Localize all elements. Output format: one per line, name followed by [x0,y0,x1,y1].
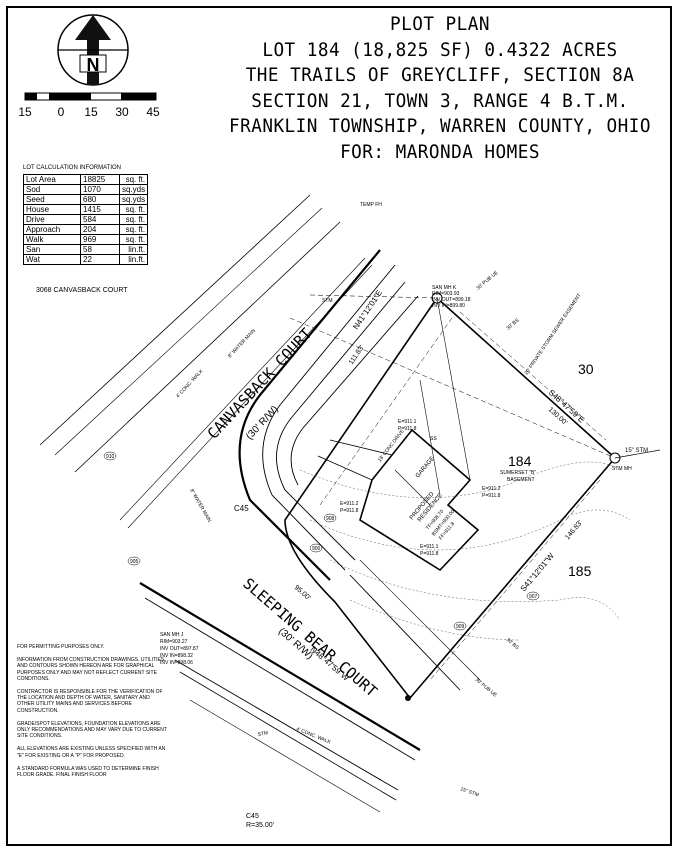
scale-bar [24,92,157,101]
lot-calc-unit: lin.ft. [118,254,149,265]
san-mh-j-label: SAN MH J [160,632,184,638]
storm-15-label: 15" STM [625,448,648,454]
spot-grade: 908 [326,516,335,522]
storm-label: STM [322,298,333,304]
bs-label: 30' BS [505,637,521,651]
conc-walk-label: 4' CONC. WALK [175,368,205,399]
storm-label: STM [257,730,268,738]
note: CONTRACTOR IS RESPONSIBLE FOR THE VERIFI… [17,689,163,714]
curve-name: C45 [246,813,259,820]
conc-walk-label: 4' CONC. WALK [295,726,332,746]
san-mh-k-label: INV OUT=899.18 [432,297,471,303]
san-mh-j-icon [405,695,411,701]
lot-184-boundary [284,297,617,700]
spot-grade: 910 [106,454,115,460]
svg-text:N: N [87,55,100,75]
spot-proposed: P=911.8 [340,508,359,514]
pub-ue-label: 30' PUB UE [475,269,500,291]
note: INFORMATION FROM CONSTRUCTION DRAWINGS. … [17,657,165,682]
sleeping-bear-distance: 95.00' [293,584,312,602]
side-distance: 146.83' [564,519,584,541]
water-main-label: 8" WATER MAIN [227,328,257,360]
bs-label: 30' BS [505,317,521,331]
ss-label: SS [430,436,437,442]
san-mh-k-label: SAN MH K [432,285,457,291]
san-mh-j-label: INV IN=898.06 [160,660,193,666]
temp-fh-label: TEMP FH [360,202,382,208]
drive-label: 18' CONC DRIVE [377,428,406,463]
drive [317,439,393,481]
spot-existing: E=911.2 [482,486,501,492]
storm-15-label: 15" STM [459,786,479,798]
san-mh-k-label: RIM=903.93 [432,291,460,297]
title-line: FOR: MARONDA HOMES [340,140,540,163]
storm-line [614,449,661,459]
curve-table: C45 R=35.00' [246,812,274,830]
spot-proposed: P=911.8 [420,551,439,557]
stm-mh-label: STM MH [612,466,632,472]
private-storm-label: 20' PRIVATE STORM SEWER EASEMENT [524,293,583,376]
san-mh-k-label: INV IN=899.80 [432,303,465,309]
spot-grades: 910 905 900 907 908 909 [103,451,540,631]
lot-185-label: 185 [568,563,592,579]
spot-grade: 900 [312,546,321,552]
san-mh-j-label: RIM=903.27 [160,639,188,645]
san-mh-j-label: INV OUT=897.87 [160,646,199,652]
scale-label: 15 [84,105,98,119]
note: ALL ELEVATIONS ARE EXISTING UNLESS SPECI… [17,746,166,759]
front-bearing: N41°12'01"E [351,288,384,331]
scale-label: 30 [115,105,129,119]
easement-lines [289,294,616,681]
spot-grade: 907 [529,594,538,600]
sewer-lateral [436,297,471,481]
spot-existing: E=911.1 [398,419,417,425]
spot-existing: E=911.2 [340,501,359,507]
title-line: LOT 184 (18,825 SF) 0.4322 ACRES [262,38,618,61]
lot-model: SUMERSET "B" [500,470,536,476]
spot-grade: 909 [456,624,465,630]
lot-calc-header: LOT CALCULATION INFORMATION [23,165,122,171]
note: A STANDARD FORMULA WAS USED TO DETERMINE… [17,765,159,779]
note: FOR PERMITTING PURPOSES ONLY. [17,644,105,650]
sleeping-bear-court-label: SLEEPING BEAR COURT [239,574,380,700]
curve-radius: R=35.00' [246,822,274,829]
pub-ue-label: 30' PUB UE [474,677,499,699]
title-line: PLOT PLAN [390,13,490,35]
contour-lines [299,461,631,641]
lot-number: 184 [508,453,532,469]
lot-30-label: 30 [578,361,594,377]
garage-label: GARAGE [415,456,436,480]
san-mh-j-label: INV IN=898.32 [160,653,193,659]
side-bearing: S41°12'01"W [519,551,556,593]
general-notes: FOR PERMITTING PURPOSES ONLY. INFORMATIO… [17,644,167,785]
lot-address: 3068 CANVASBACK COURT [36,287,128,294]
title-line: THE TRAILS OF GREYCLIFF, SECTION 8A [245,64,635,86]
title-block: PLOT PLAN LOT 184 (18,825 SF) 0.4322 ACR… [217,12,663,165]
scale-label: 0 [58,105,65,119]
spot-existing: E=911.1 [420,544,439,550]
scale-label: 15 [18,105,32,119]
title-line: SECTION 21, TOWN 3, RANGE 4 B.T.M. [251,89,629,112]
spot-proposed: P=911.8 [398,426,417,432]
canvasback-court-road [39,194,419,581]
lot-basement: BASEMENT [507,477,535,483]
sewer-lateral [419,379,441,496]
proposed-residence [359,428,480,572]
note: GRADE/SPOT ELEVATIONS, FOUNDATION ELEVAT… [17,720,167,740]
water-main-label: 8" WATER MAIN [188,488,212,524]
north-arrow-icon: N [57,14,129,86]
title-line: FRANKLIN TOWNSHIP, WARREN COUNTY, OHIO [229,115,651,137]
curve-label: C45 [234,504,249,513]
spot-proposed: P=911.8 [482,493,501,499]
sleeping-bear-court-road [139,559,481,813]
scale-label: 45 [146,105,160,119]
spot-grade: 905 [130,559,139,565]
